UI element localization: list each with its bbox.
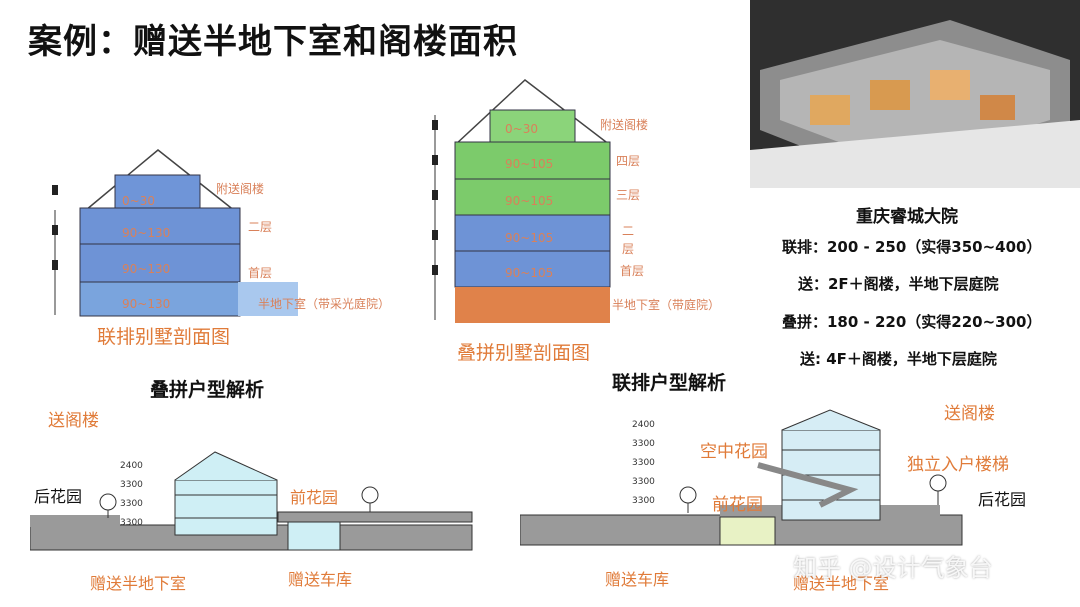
tm-label-basement: 半地下室（带庭院） bbox=[612, 298, 721, 312]
br-height-3: 3300 bbox=[632, 458, 655, 468]
bl-garage: 赠送车库 bbox=[288, 570, 353, 589]
tm-label-3f: 三层 bbox=[616, 188, 641, 202]
br-height-2: 3300 bbox=[632, 439, 655, 449]
tm-label-attic: 附送阁楼 bbox=[600, 118, 649, 132]
tm-floor-3: 90~105 bbox=[505, 194, 554, 208]
tm-floor-1: 0~30 bbox=[505, 122, 538, 136]
project-name: 重庆睿城大院 bbox=[856, 207, 958, 227]
tl-caption: 联排别墅剖面图 bbox=[97, 326, 231, 348]
br-basement: 赠送半地下室 bbox=[793, 574, 890, 593]
br-height-1: 2400 bbox=[632, 420, 655, 430]
bl-height-2: 3300 bbox=[120, 480, 143, 490]
bl-heights: 2400 3300 3300 3300 bbox=[120, 457, 143, 533]
br-height-4: 3300 bbox=[632, 477, 655, 487]
project-line-4: 送: 4F＋阁楼，半地下层庭院 bbox=[800, 350, 997, 368]
tm-label-4f: 四层 bbox=[616, 154, 641, 168]
tm-floor-2: 90~105 bbox=[505, 157, 554, 171]
tm-caption: 叠拼别墅剖面图 bbox=[457, 342, 591, 364]
townhouse-analysis-diagram bbox=[520, 409, 963, 546]
br-stairs: 独立入户楼梯 bbox=[907, 455, 1009, 475]
tm-label-1f: 首层 bbox=[620, 264, 645, 278]
tl-label-1f: 首层 bbox=[248, 266, 273, 280]
tl-label-attic: 附送阁楼 bbox=[216, 182, 265, 196]
tl-floor-3: 90~130 bbox=[122, 262, 171, 276]
tl-label-2f: 二层 bbox=[248, 220, 273, 234]
bl-height-1: 2400 bbox=[120, 461, 143, 471]
bl-heading: 叠拼户型解析 bbox=[150, 379, 265, 401]
br-back-garden: 后花园 bbox=[978, 490, 1027, 509]
project-line-3: 叠拼：180 - 220（实得220~300） bbox=[782, 313, 1042, 331]
townhouse-section-diagram bbox=[52, 149, 298, 317]
bl-attic-label: 送阁楼 bbox=[48, 411, 99, 431]
bl-height-4: 3300 bbox=[120, 518, 143, 528]
bl-basement: 赠送半地下室 bbox=[90, 574, 187, 593]
tl-floor-2: 90~130 bbox=[122, 226, 171, 240]
watermark: 知乎 @设计气象台 bbox=[793, 554, 993, 582]
tl-label-basement: 半地下室（带采光庭院） bbox=[258, 297, 391, 311]
tl-floor-1: 0~30 bbox=[122, 194, 155, 208]
tm-floor-4: 90~105 bbox=[505, 231, 554, 245]
br-heights: 2400 3300 3300 3300 3300 bbox=[632, 416, 655, 511]
bl-front-garden: 前花园 bbox=[290, 488, 339, 507]
tl-floor-4: 90~130 bbox=[122, 297, 171, 311]
br-garage: 赠送车库 bbox=[605, 570, 670, 589]
br-height-5: 3300 bbox=[632, 496, 655, 506]
page-title: 案例：赠送半地下室和阁楼面积 bbox=[28, 22, 518, 62]
project-line-2: 送：2F＋阁楼，半地下层庭院 bbox=[798, 275, 999, 293]
tm-label-2f: 二层 bbox=[622, 224, 635, 256]
model-photo bbox=[750, 0, 1080, 188]
stacked-villa-section-diagram bbox=[432, 79, 611, 323]
project-line-1: 联排：200 - 250（实得350~400） bbox=[782, 238, 1042, 256]
br-sky-garden: 空中花园 bbox=[700, 442, 768, 462]
bl-height-3: 3300 bbox=[120, 499, 143, 509]
tm-floor-5: 90~105 bbox=[505, 266, 554, 280]
br-front-garden: 前花园 bbox=[712, 495, 763, 515]
br-attic-label: 送阁楼 bbox=[944, 404, 995, 424]
bl-back-garden: 后花园 bbox=[34, 487, 83, 506]
br-heading: 联排户型解析 bbox=[612, 372, 727, 394]
model-photo-graphic bbox=[750, 0, 1080, 188]
stacked-analysis-diagram bbox=[30, 451, 473, 551]
